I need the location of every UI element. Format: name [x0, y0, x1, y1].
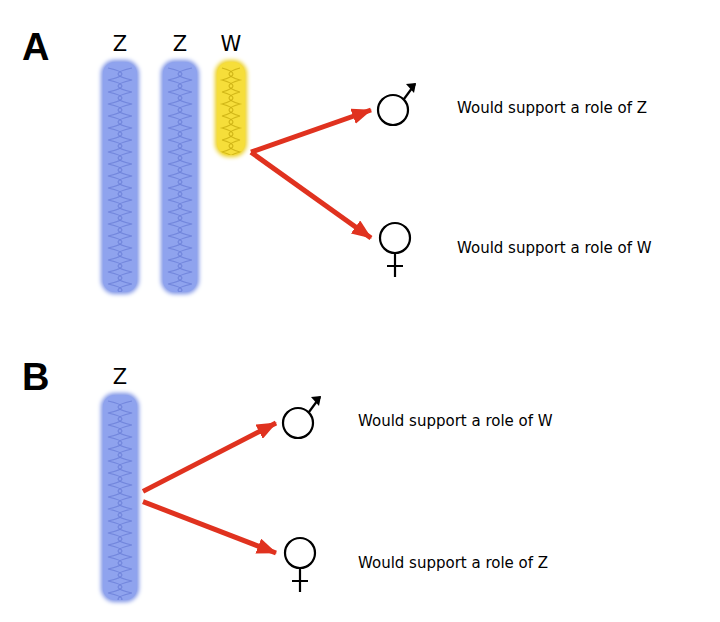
- chromosome-bar: [217, 62, 245, 155]
- sex-outcome: Would support a role of Z: [375, 72, 647, 136]
- outcome-text: Would support a role of Z: [457, 98, 647, 118]
- chromosome: Z: [103, 365, 137, 600]
- outcome-text: Would support a role of W: [358, 411, 553, 431]
- helix-strand: [178, 68, 192, 292]
- helix-strand: [118, 68, 132, 292]
- outcome-text: Would support a role of Z: [358, 553, 548, 573]
- chromosome: Z: [163, 32, 197, 292]
- sex-outcome: Would support a role of Z: [280, 531, 548, 595]
- panel-letter: B: [22, 356, 49, 398]
- chromosome-label: Z: [103, 365, 137, 389]
- male-symbol: [375, 72, 419, 136]
- panel-letter: A: [22, 26, 49, 68]
- arrow: [143, 423, 276, 491]
- female-symbol: [375, 216, 419, 280]
- outcome-text: Would support a role of W: [457, 238, 652, 258]
- chromosome-bar: [163, 62, 197, 292]
- chromosome-label: W: [217, 32, 245, 56]
- arrow: [251, 110, 371, 152]
- helix-pattern: [217, 62, 245, 155]
- helix-strand: [229, 68, 240, 155]
- chromosome-label: Z: [103, 32, 137, 56]
- sex-outcome: Would support a role of W: [375, 216, 652, 280]
- helix-pattern: [163, 62, 197, 292]
- chromosome-bar: [103, 395, 137, 600]
- helix-pattern: [103, 395, 137, 600]
- female-symbol: [280, 531, 324, 595]
- male-symbol: [280, 385, 324, 449]
- arrow: [251, 152, 371, 238]
- sex-outcome: Would support a role of W: [280, 385, 553, 449]
- chromosome: Z: [103, 32, 137, 292]
- helix-strand: [222, 68, 233, 155]
- arrow: [143, 502, 276, 553]
- helix-pattern: [103, 62, 137, 292]
- chromosome-label: Z: [163, 32, 197, 56]
- chromosome-bar: [103, 62, 137, 292]
- chromosome: W: [217, 32, 245, 155]
- helix-strand: [118, 401, 132, 600]
